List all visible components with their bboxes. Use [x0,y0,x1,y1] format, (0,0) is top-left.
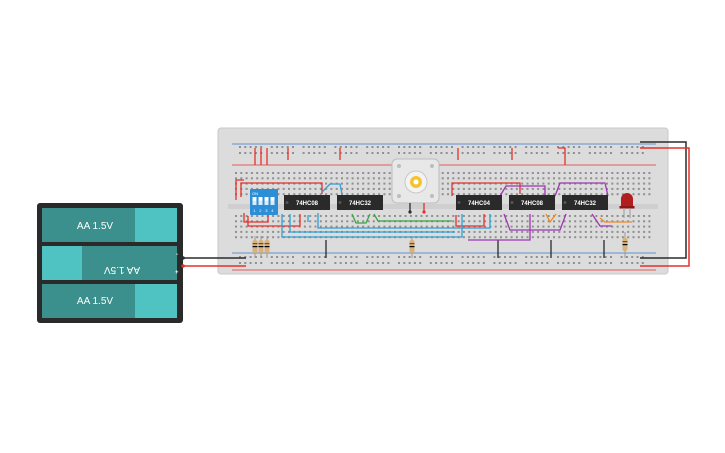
wire-red[interactable] [243,212,269,223]
battery-positive-terminal[interactable] [181,264,185,268]
wire-purple[interactable] [468,214,531,241]
resistor[interactable] [409,236,415,258]
dip-switch[interactable]: ON 1 2 3 4 [250,189,278,215]
dip-position-label: 1 [253,208,256,213]
wire-purple[interactable] [554,182,609,197]
wire-blue[interactable] [289,214,455,233]
power-jumper-wire[interactable] [640,147,690,267]
ic-chip-label: 74HC32 [574,201,597,207]
wire-orange[interactable] [545,213,557,224]
dc-motor[interactable] [391,158,440,214]
wire-purple[interactable] [503,213,567,231]
wire-orange[interactable] [599,217,632,223]
wire-blue[interactable] [281,214,463,238]
ic-chip[interactable]: 74HC32 [562,195,608,210]
battery-pack[interactable]: AA 1.5V AA 1.5V AA 1.5V - + [37,203,183,323]
wire-red[interactable] [247,214,301,227]
power-rail-jumpers[interactable] [640,141,690,267]
wire-green[interactable] [351,213,371,224]
ic-chip-label: 74HC08 [521,201,544,207]
resistor[interactable] [622,232,628,258]
wire-red[interactable] [451,182,521,196]
led[interactable] [619,193,635,218]
dip-toggle[interactable]: 4 [270,197,275,213]
ic-chip[interactable]: 74HC08 [284,195,330,210]
ic-chip[interactable]: 74HC04 [456,195,502,210]
battery-cell-label: AA 1.5V [77,221,113,232]
battery-plus-sign: + [175,270,179,276]
wire-red[interactable] [235,179,244,200]
dip-position-label: 4 [271,208,274,213]
ic-chip[interactable]: 74HC32 [337,195,383,210]
wire-red[interactable] [558,147,566,165]
ic-chip[interactable]: 74HC08 [509,195,555,210]
battery-cell-label: AA 1.5V [77,296,113,307]
resistors[interactable] [252,232,628,258]
dip-position-label: 3 [265,208,268,213]
wire-blue[interactable] [317,213,491,229]
wire-green[interactable] [373,213,452,222]
dip-toggle[interactable]: 2 [258,197,263,213]
battery-cell: AA 1.5V [42,246,177,280]
battery-leads[interactable] [181,256,246,268]
wire-red[interactable] [455,214,485,227]
dip-position-label: 2 [259,208,262,213]
ic-chip-label: 74HC04 [468,201,491,207]
wire-blue[interactable] [321,183,343,195]
battery-cell: AA 1.5V [42,284,177,318]
wire-red[interactable] [240,182,323,197]
wires[interactable] [235,147,632,258]
wire-purple[interactable] [499,185,546,197]
resistor[interactable] [252,236,258,258]
resistor[interactable] [258,236,264,258]
resistor[interactable] [264,236,270,258]
dip-toggle[interactable]: 3 [264,197,269,213]
ic-chip-label: 74HC32 [349,201,372,207]
ground-jumper-wire[interactable] [640,141,687,259]
battery-cell-label: AA 1.5V [104,264,140,275]
battery-negative-terminal[interactable] [181,256,185,260]
ic-chip-label: 74HC08 [296,201,319,207]
wire-purple[interactable] [591,213,612,227]
dip-switch-on-label: ON [252,191,258,196]
battery-minus-sign: - [176,252,178,258]
battery-cell: AA 1.5V [42,208,177,242]
dip-toggle[interactable]: 1 [252,197,257,213]
